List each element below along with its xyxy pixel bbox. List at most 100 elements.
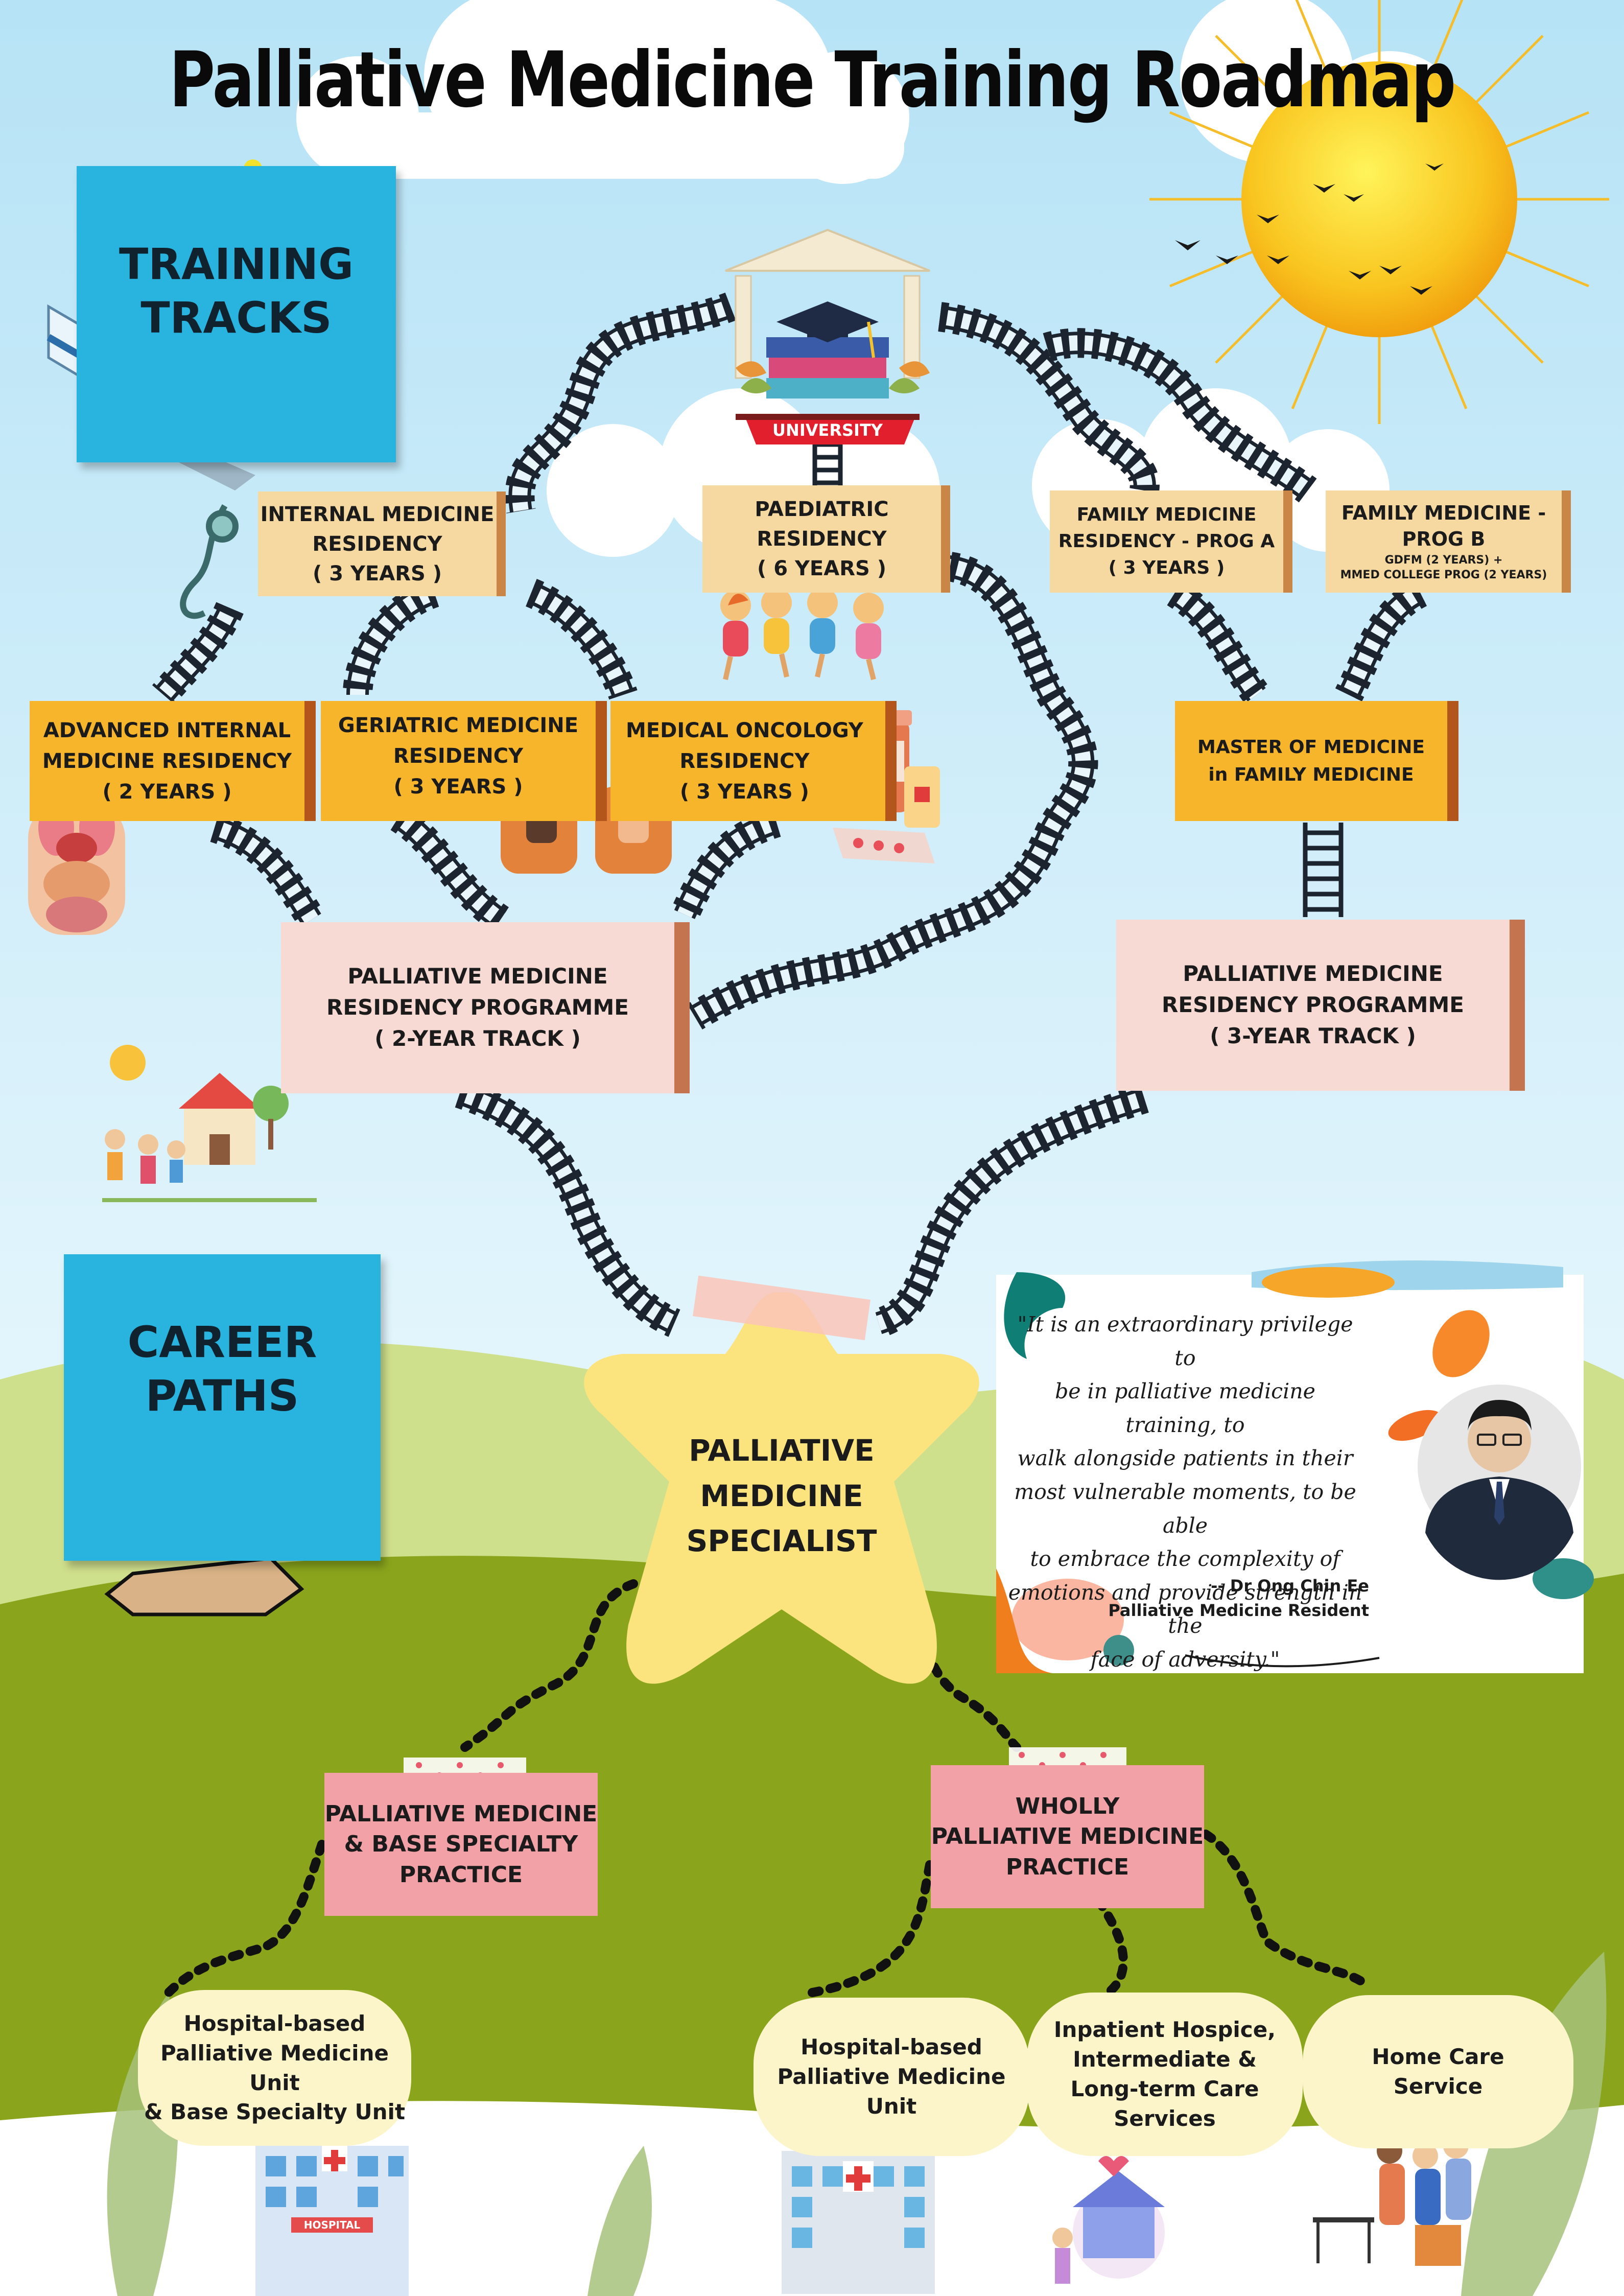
pill-line: Palliative Medicine — [777, 2064, 1006, 2090]
sign-line: FAMILY MEDICINE - — [1341, 502, 1546, 525]
sign-family-medicine-a: FAMILY MEDICINE RESIDENCY - PROG A ( 3 YEA… — [1050, 490, 1292, 593]
track-ties — [343, 578, 440, 696]
university-icon — [725, 228, 930, 444]
sign-line: RESIDENCY - PROG A — [1058, 530, 1275, 552]
sign-line: GERIATRIC MEDICINE — [338, 714, 579, 737]
track-gap — [876, 1091, 1147, 1331]
sign-line: ( 3-YEAR TRACK ) — [1210, 1023, 1416, 1048]
box-line: PALLIATIVE MEDICINE — [324, 1800, 598, 1827]
sign-line: in FAMILY MEDICINE — [1208, 764, 1414, 785]
quote-line: walk alongside patients in their — [1017, 1446, 1353, 1471]
pill-line: Service — [1393, 2074, 1483, 2099]
sign-line: PALLIATIVE MEDICINE — [347, 964, 608, 989]
sign-line: MEDICAL ONCOLOGY — [626, 718, 863, 742]
hospital-icon: HOSPITAL — [255, 2146, 409, 2296]
quote-line: emotions and provide strength in the — [1008, 1580, 1362, 1638]
pill-line: Home Care — [1372, 2044, 1504, 2070]
stethoscope-icon — [180, 504, 239, 619]
specialist-star-label: PALLIATIVE MEDICINE SPECIALIST — [628, 1428, 935, 1564]
hospital-sign: HOSPITAL — [304, 2219, 361, 2231]
sign-line: RESIDENCY — [757, 527, 887, 551]
sign-line: RESIDENCY — [679, 749, 810, 773]
sign-line: RESIDENCY — [312, 532, 442, 556]
sign-line: RESIDENCY — [393, 744, 524, 768]
sign-line: PROG B — [1402, 528, 1486, 551]
children-icon — [720, 585, 884, 681]
quote-card — [996, 1260, 1594, 1673]
university-label: UNIVERSITY — [772, 420, 883, 440]
quote-line: be in palliative medicine training, to — [1055, 1379, 1315, 1437]
sign-master-family-medicine: MASTER OF MEDICINE in FAMILY MEDICINE — [1175, 701, 1458, 821]
sign-line: ( 6 YEARS ) — [757, 557, 887, 580]
sign-paediatric: PAEDIATRIC RESIDENCY ( 6 YEARS ) — [702, 485, 950, 593]
pill-line: Intermediate & — [1073, 2047, 1257, 2072]
railway-track — [152, 292, 1427, 1338]
sign-line: MASTER OF MEDICINE — [1197, 736, 1425, 758]
sign-geriatric-medicine: GERIATRIC MEDICINE RESIDENCY ( 3 YEARS ) — [321, 701, 607, 821]
sign-line: INTERNAL MEDICINE — [260, 502, 495, 526]
track-ties — [210, 813, 324, 928]
pill-line: Inpatient Hospice, — [1053, 2017, 1276, 2043]
career-inpatient-hospice: Inpatient Hospice, Intermediate & Long-ter… — [1027, 1993, 1303, 2156]
pill-line: Hospital-based — [183, 2010, 366, 2036]
track-ties — [505, 292, 736, 513]
pill-line: Hospital-based — [801, 2034, 982, 2060]
quote-attribution: -- Dr Ong Chin Ee Palliative Medicine Re… — [1103, 1574, 1369, 1623]
hospital-icon — [782, 2151, 935, 2294]
sign-line: ( 2 YEARS ) — [102, 780, 232, 804]
sign-line: MEDICINE RESIDENCY — [42, 749, 292, 773]
career-paths-note: CAREER PATHS — [64, 1254, 381, 1561]
track-ties — [455, 1079, 680, 1337]
box-line: WHOLLY — [1015, 1793, 1120, 1819]
quote-line: to embrace the complexity of — [1030, 1547, 1340, 1572]
page-title: Palliative Medicine Training Roadmap — [169, 36, 1456, 125]
quote-line: face of adversity." — [1090, 1647, 1280, 1672]
sign-line: GDFM (2 YEARS) + — [1384, 553, 1503, 567]
sign-line: RESIDENCY PROGRAMME — [326, 995, 629, 1020]
sign-line: PALLIATIVE MEDICINE — [1183, 961, 1443, 987]
sign-line: RESIDENCY PROGRAMME — [1162, 992, 1464, 1018]
quote-line: most vulnerable moments, to be able — [1014, 1479, 1356, 1538]
pill-line: Services — [1114, 2105, 1216, 2131]
sign-line: FAMILY MEDICINE — [1076, 504, 1257, 525]
track-ties — [1167, 580, 1269, 704]
track-ties — [1335, 579, 1427, 701]
quote-text: "It is an extraordinary privilege to be … — [1006, 1308, 1364, 1677]
track-ties — [525, 579, 638, 700]
star-line: PALLIATIVE — [689, 1433, 875, 1468]
pill-line: Unit — [866, 2093, 917, 2119]
sign-line: ( 2-YEAR TRACK ) — [374, 1025, 581, 1051]
box-line: PRACTICE — [1005, 1854, 1129, 1880]
tape-icon — [693, 1275, 870, 1341]
family-house-icon — [102, 1045, 317, 1202]
sign-line: ( 3 YEARS ) — [393, 775, 523, 799]
section-title: TRAINING — [119, 239, 354, 289]
pill-line: Palliative Medicine Unit — [160, 2040, 389, 2095]
box-line: & BASE SPECIALTY — [344, 1831, 578, 1858]
sign-line: ( 3 YEARS ) — [679, 780, 809, 804]
track-ties — [390, 805, 509, 932]
section-title: CAREER — [127, 1317, 317, 1367]
sign-palliative-2-year: PALLIATIVE MEDICINE RESIDENCY PROGRAMME ( … — [281, 922, 690, 1093]
quote-role: Palliative Medicine Resident — [1108, 1601, 1369, 1620]
sign-line: ( 3 YEARS ) — [1108, 557, 1225, 579]
training-tracks-note: TRAINING TRACKS — [77, 166, 396, 462]
pill-line: Long-term Care — [1070, 2076, 1259, 2101]
quote-author: -- Dr Ong Chin Ee — [1211, 1576, 1369, 1596]
sign-line: PAEDIATRIC — [755, 498, 889, 521]
track-ties — [687, 551, 1098, 1029]
footprint-trail — [164, 1579, 1374, 1997]
section-title: TRACKS — [140, 293, 332, 343]
track-ties — [671, 808, 781, 921]
pill-line: & Base Specialty Unit — [144, 2099, 406, 2125]
sign-palliative-3-year: PALLIATIVE MEDICINE RESIDENCY PROGRAMME ( … — [1116, 920, 1525, 1091]
home-care-icon — [1313, 2133, 1471, 2266]
track-ties — [152, 602, 244, 705]
